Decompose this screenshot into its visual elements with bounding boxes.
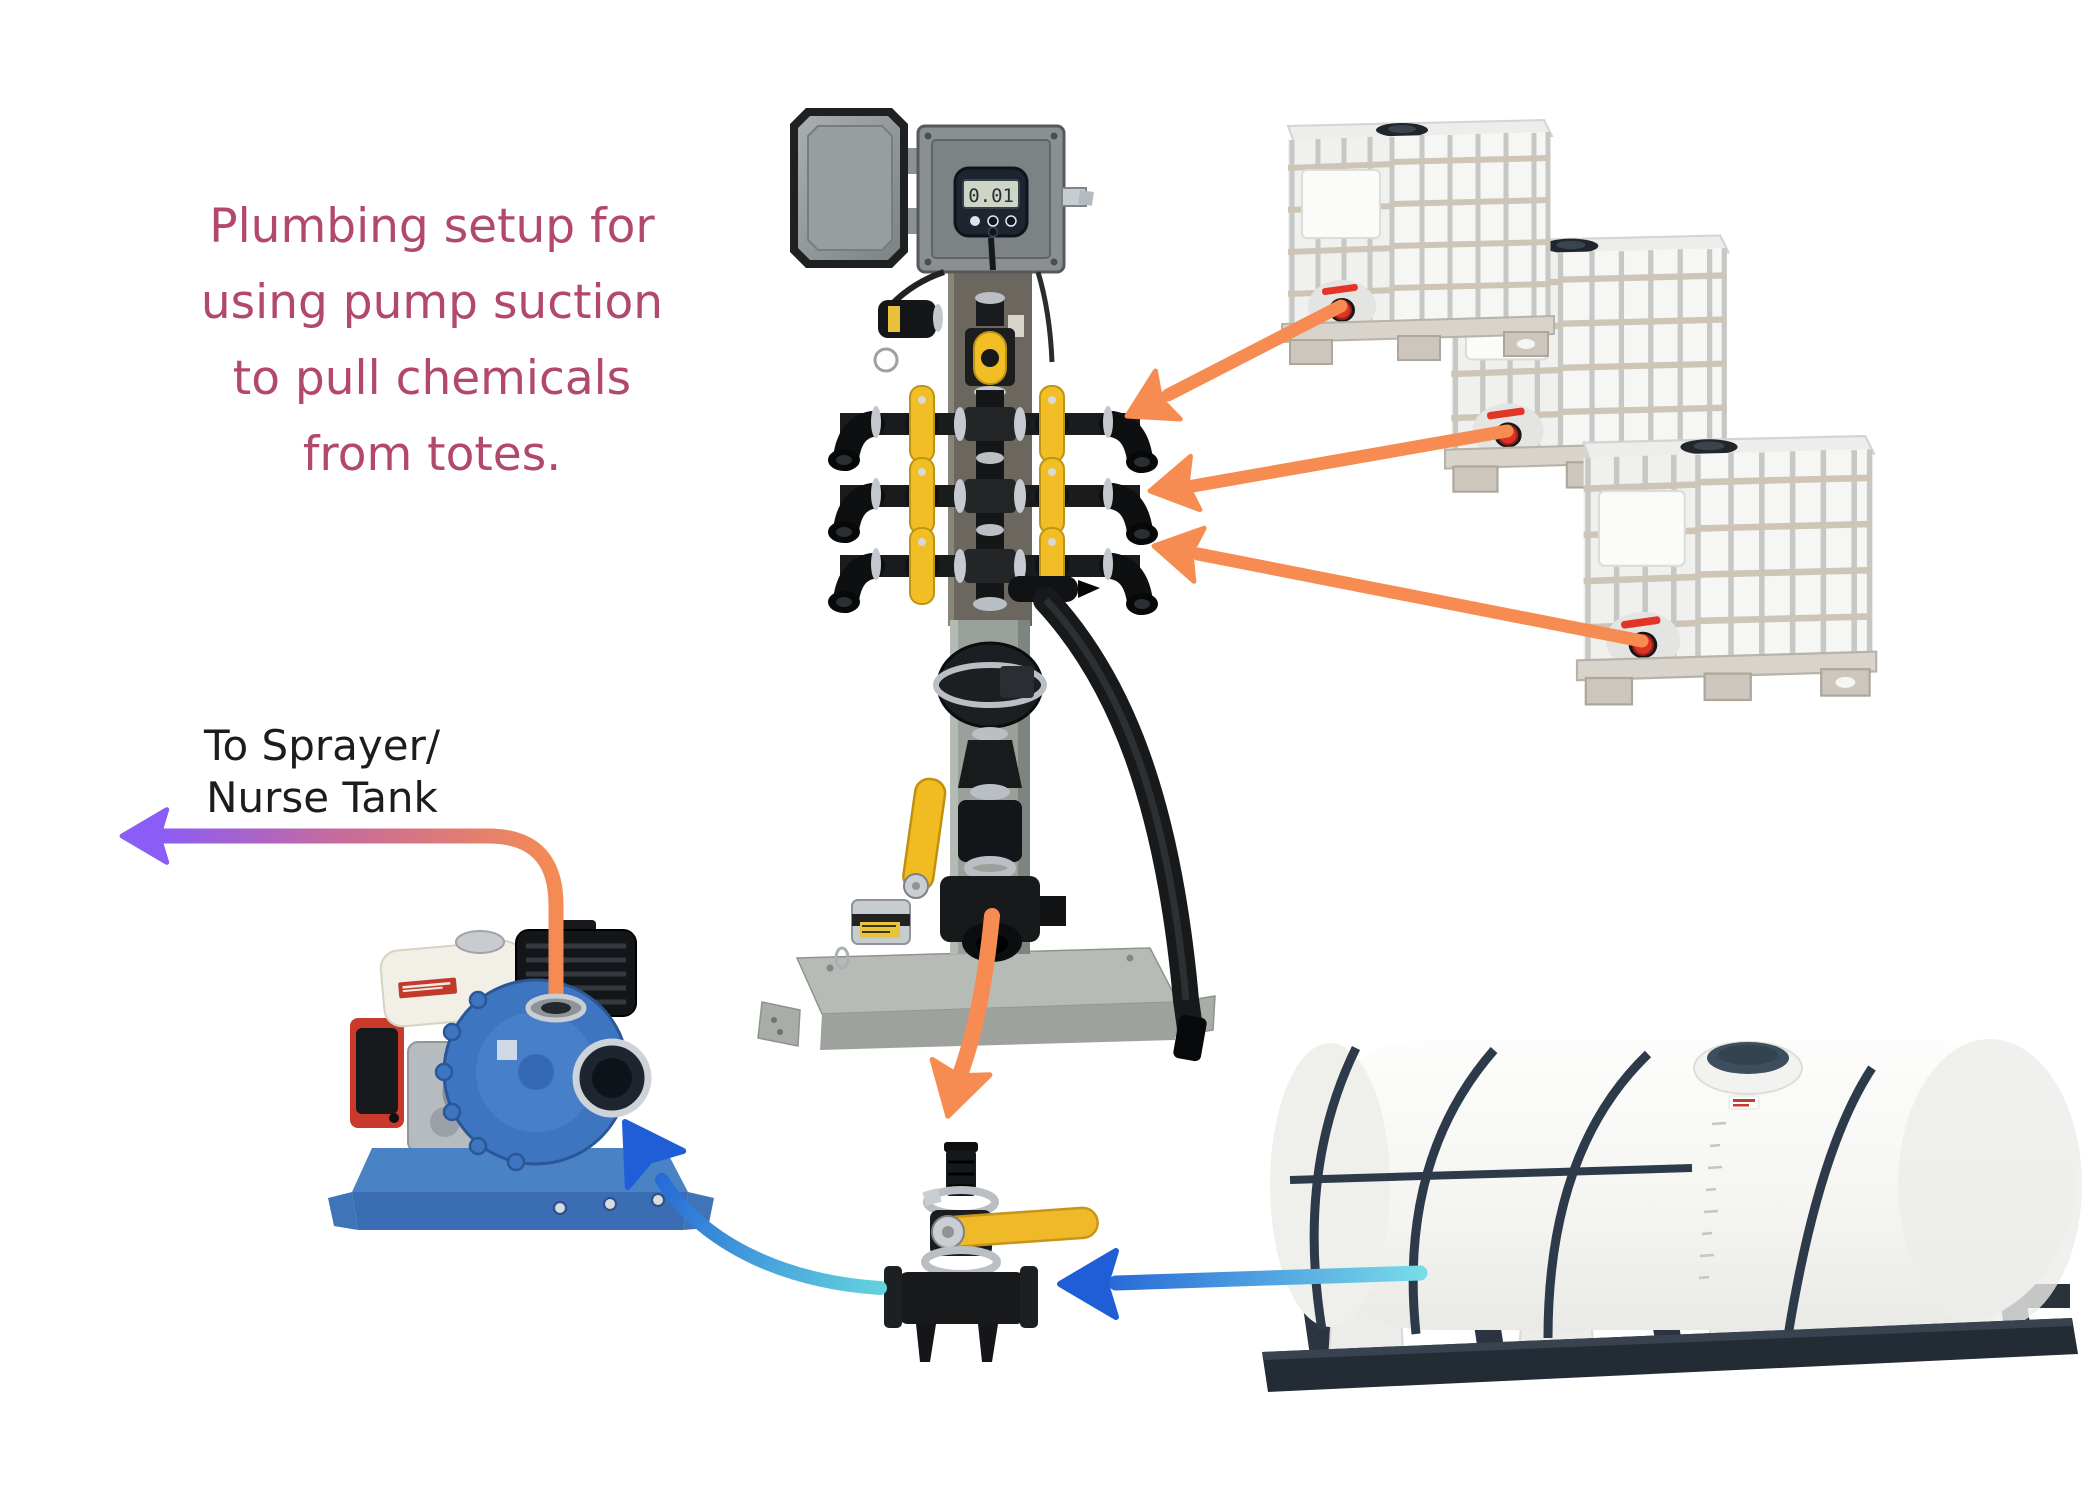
title-line-2: using pump suction [201,275,663,330]
enclosure-door [790,108,908,268]
sprayer-label-line-1: To Sprayer/ [203,721,441,770]
meter-button [987,215,999,227]
nurse-tank [1262,1039,2082,1392]
meter-button [1005,215,1017,227]
valve-manifold [828,386,1158,615]
tank-body [1285,1040,2075,1330]
discharge-hose [1033,587,1207,1062]
meter-button [987,226,999,238]
pump-volute [434,978,652,1172]
suction-valve [884,1142,1099,1362]
flow-meter-display: 0.01 [953,166,1029,271]
transfer-pump [328,920,714,1230]
arrow-tank-to-valve [1060,1251,1428,1317]
arrow-tote2-to-manifold [1145,424,1514,518]
arrow-stand-to-valve [919,908,1000,1124]
meter-value: 0.01 [968,185,1014,207]
arrow-tote1-to-manifold [1115,299,1348,440]
arrow-tote3-to-manifold [1149,519,1649,648]
engine-control-panel [356,1028,398,1114]
meter-button [970,216,980,226]
pump-logo-sticker [497,1040,517,1060]
title-line-3: to pull chemicals [233,351,631,406]
ibc-tote-1 [1282,120,1554,364]
pump-base [328,1148,714,1230]
hose-clamp [921,1246,1001,1278]
control-enclosure: 0.01 [790,108,1094,274]
sensor-cable [889,269,945,307]
fuel-cap [455,930,505,954]
tank-left-cap [1270,1043,1390,1327]
title-line-1: Plumbing setup for [209,199,655,254]
key-tag [834,946,850,970]
arrow-valve-to-pump [597,1104,887,1295]
tank-lid [1693,1041,1803,1110]
pump-top-port [525,993,587,1023]
title-line-4: from totes. [303,427,561,482]
tank-end-shade [1898,1039,2082,1331]
valve-tee [898,1272,1026,1324]
yellow-valve-handle [902,777,947,892]
sprayer-label: To Sprayer/ Nurse Tank [203,721,441,822]
sprayer-label-line-2: Nurse Tank [206,773,438,822]
tank-skid-front-rail [1262,1318,2078,1392]
enclosure-cable [1035,271,1055,363]
title-text: Plumbing setup for using pump suction to… [201,199,663,482]
tank-gallon-scale [1698,1121,1727,1280]
meter-screen [962,179,1020,209]
stand-outlet-valve [834,777,947,970]
ibc-tote-3 [1577,436,1876,704]
tank-hoop-bands [1289,1046,1876,1339]
tank-skid-front-edge [1262,1318,2072,1360]
chemical-injection-stand: 0.01 [757,108,1216,1062]
arrow-pump-to-sprayer [122,810,564,1016]
flow-sensor [873,300,943,373]
